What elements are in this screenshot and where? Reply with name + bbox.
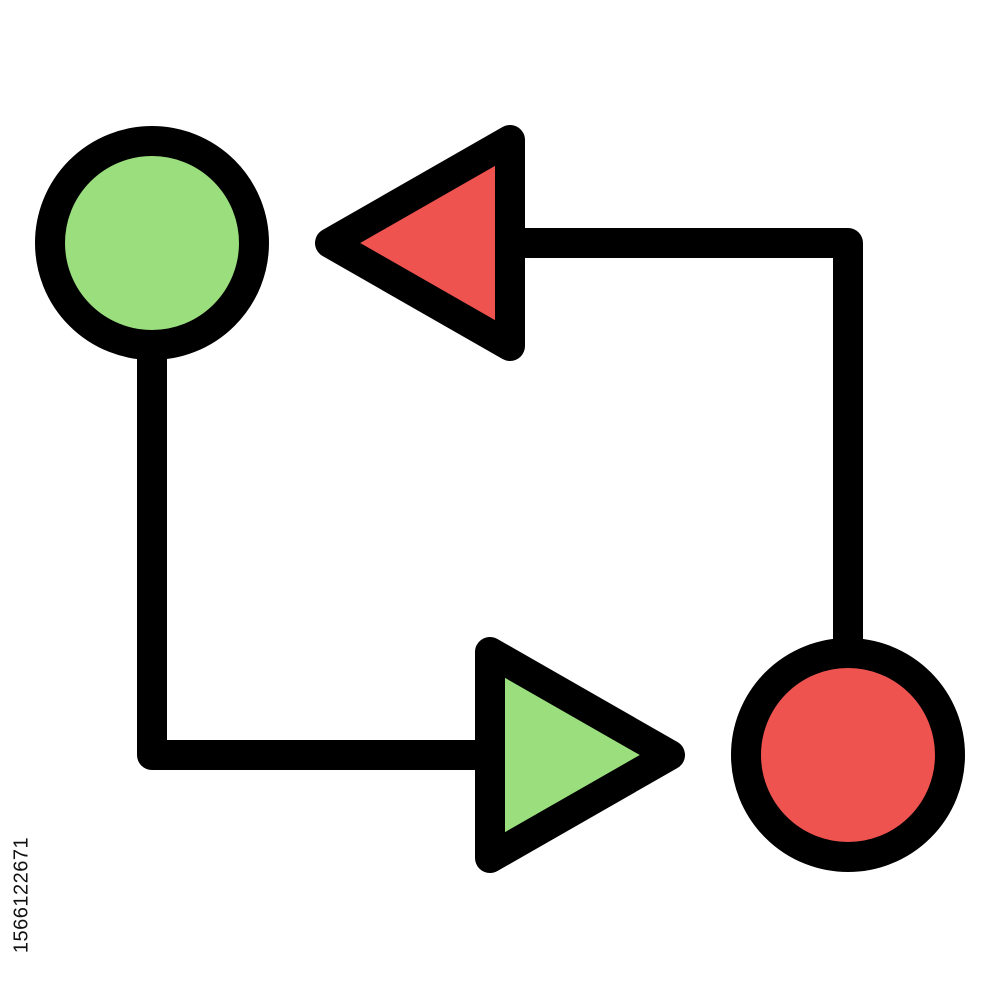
connector-line-right-top <box>495 228 863 670</box>
arrowhead-left-icon <box>315 125 525 361</box>
connector-line-left-bottom <box>137 330 505 770</box>
start-node-circle <box>35 126 269 360</box>
arrowhead-right-icon <box>475 637 685 873</box>
watermark-id-text: 1566122671 <box>10 836 33 954</box>
end-node-circle <box>731 638 965 872</box>
